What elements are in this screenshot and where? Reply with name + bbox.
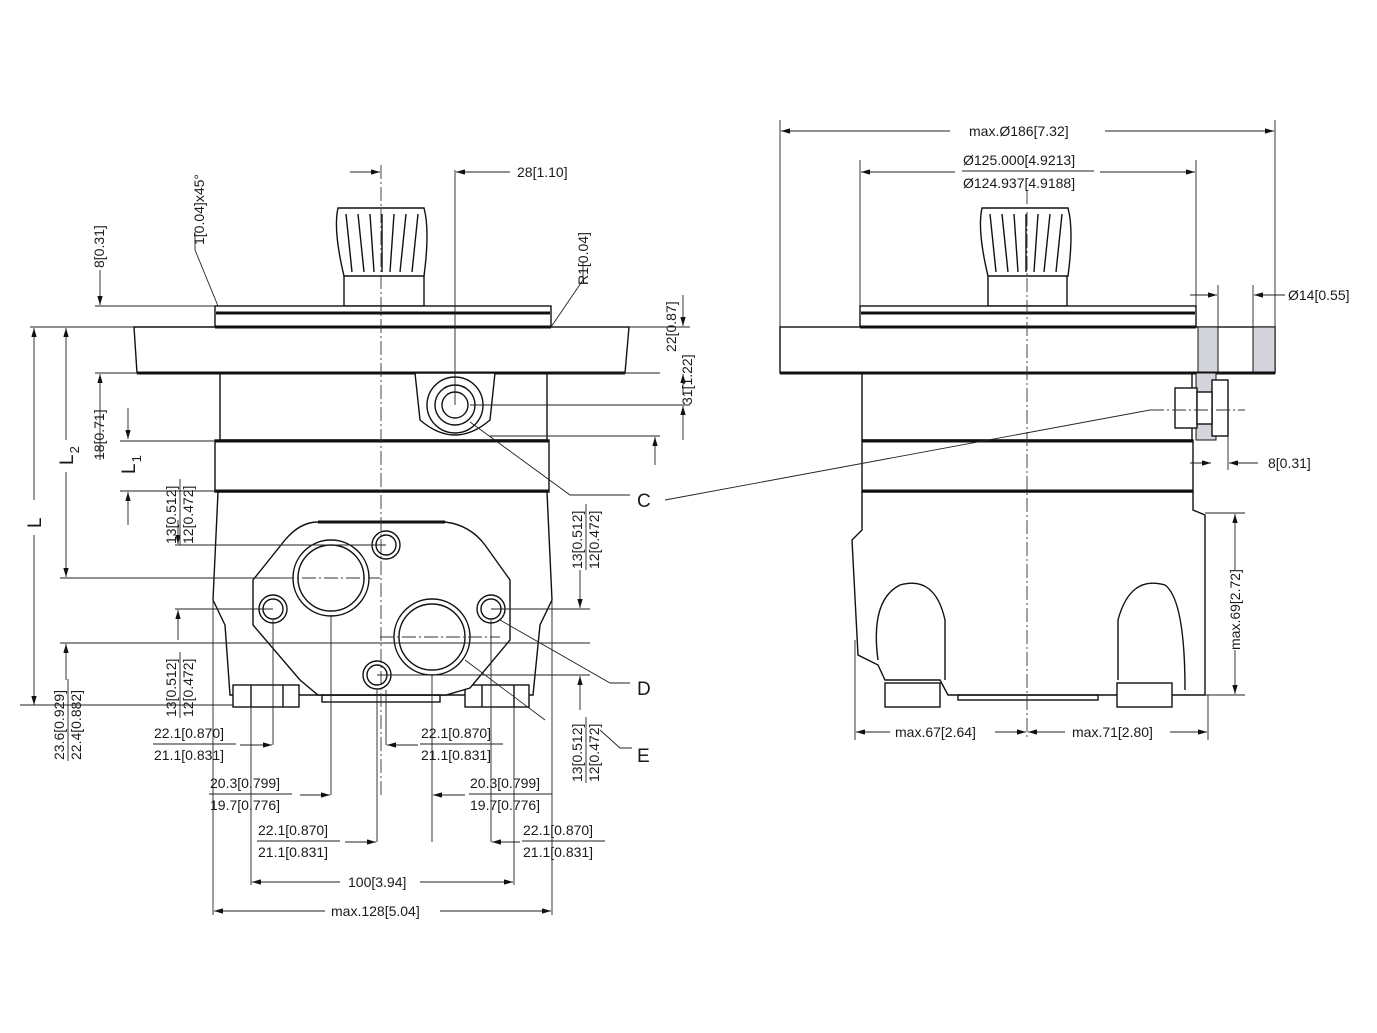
svg-text:22.1[0.870]: 22.1[0.870] (154, 725, 224, 741)
dim-fraction-221-d: 22.1[0.870] 21.1[0.831] (522, 822, 605, 860)
svg-text:13[0.512]: 13[0.512] (569, 511, 585, 569)
dimension-lines (20, 169, 690, 915)
svg-text:22.1[0.870]: 22.1[0.870] (523, 822, 593, 838)
svg-text:Ø124.937[4.9188]: Ø124.937[4.9188] (963, 175, 1075, 191)
tol-fraction-3: 13[0.512]12[0.472] (569, 504, 602, 570)
dim-max-right: max.71[2.80] (1072, 724, 1153, 740)
dim-radius: R1[0.04] (575, 232, 591, 285)
shaft (335, 207, 428, 307)
callout-e: E (637, 746, 650, 767)
dim-bolt-hole: Ø14[0.55] (1288, 287, 1350, 303)
pilot-plate (214, 305, 552, 328)
svg-text:22.1[0.870]: 22.1[0.870] (421, 725, 491, 741)
dim-port-offset: 28[1.10] (517, 164, 568, 180)
svg-text:12[0.472]: 12[0.472] (180, 659, 196, 717)
svg-text:22.4[0.882]: 22.4[0.882] (68, 690, 84, 760)
svg-text:21.1[0.831]: 21.1[0.831] (154, 747, 224, 763)
plug-right (464, 684, 530, 708)
dim-drain-offset: 8[0.31] (1268, 455, 1311, 471)
svg-text:19.7[0.776]: 19.7[0.776] (210, 797, 280, 813)
dim-body-offset: 18[0.71] (91, 409, 107, 460)
dim-fraction-221-c: 22.1[0.870] 21.1[0.831] (257, 822, 340, 860)
svg-text:13[0.512]: 13[0.512] (163, 486, 179, 544)
drain-fitting (1174, 387, 1198, 429)
dim-hole-spacing: 100[3.94] (348, 874, 406, 890)
svg-text:Ø125.000[4.9213]: Ø125.000[4.9213] (963, 152, 1075, 168)
dim-flange-top-offset: 8[0.31] (91, 225, 107, 268)
dim-chamfer: 1[0.04]x45° (191, 174, 207, 245)
label-L: L (25, 517, 46, 528)
dim-max-height: max.69[2.72] (1227, 569, 1243, 650)
svg-text:12[0.472]: 12[0.472] (586, 724, 602, 782)
callout-d: D (637, 679, 651, 700)
tol-fraction-1: 13[0.512]12[0.472] (163, 479, 196, 545)
shaft-side (979, 207, 1072, 307)
svg-text:13[0.512]: 13[0.512] (569, 724, 585, 782)
dim-fraction-221-b: 22.1[0.870] 21.1[0.831] (420, 725, 503, 763)
svg-text:23.6[0.929]: 23.6[0.929] (51, 690, 67, 760)
mounting-flange (133, 326, 630, 374)
svg-text:22.1[0.870]: 22.1[0.870] (258, 822, 328, 838)
label-L1: L1 (119, 455, 144, 474)
svg-text:20.3[0.799]: 20.3[0.799] (470, 775, 540, 791)
body-band (214, 439, 550, 493)
left-view: 28[1.10] 8[0.31] 1[0.04]x45° R1[0.04] 22… (20, 164, 695, 919)
dim-fraction-221-a: 22.1[0.870] 21.1[0.831] (153, 725, 236, 763)
dim-fraction-203-a: 20.3[0.799] 19.7[0.776] (209, 775, 292, 813)
svg-text:21.1[0.831]: 21.1[0.831] (421, 747, 491, 763)
svg-text:12[0.472]: 12[0.472] (586, 511, 602, 569)
dim-max-width: max.128[5.04] (331, 903, 420, 919)
port-plate (252, 521, 511, 696)
right-view: max.Ø186[7.32] Ø125.000[4.9213] Ø124.937… (664, 120, 1350, 740)
label-L2: L2 (57, 446, 82, 465)
plug-left (232, 684, 300, 708)
lower-body-side (851, 491, 1206, 696)
svg-text:21.1[0.831]: 21.1[0.831] (523, 844, 593, 860)
svg-text:21.1[0.831]: 21.1[0.831] (258, 844, 328, 860)
dim-pilot-diameter: Ø125.000[4.9213] Ø124.937[4.9188] (962, 152, 1094, 191)
tol-fraction-4: 13[0.512]12[0.472] (569, 717, 602, 783)
dim-max-left: max.67[2.64] (895, 724, 976, 740)
svg-text:20.3[0.799]: 20.3[0.799] (210, 775, 280, 791)
dim-fraction-203-b: 20.3[0.799] 19.7[0.776] (469, 775, 552, 813)
svg-text:13[0.512]: 13[0.512] (163, 659, 179, 717)
flange-side (779, 326, 1276, 374)
dim-flange-thickness: 22[0.87] (663, 301, 679, 352)
svg-text:12[0.472]: 12[0.472] (180, 486, 196, 544)
dim-max-diameter: max.Ø186[7.32] (969, 123, 1069, 139)
dim-port-height: 31[1.22] (679, 354, 695, 405)
tol-fraction-2: 13[0.512]12[0.472] (163, 652, 196, 718)
callout-c: C (637, 491, 651, 512)
port-depth-fraction: 23.6[0.929]22.4[0.882] (51, 679, 84, 761)
upper-body (219, 372, 548, 441)
dimension-lines-side (664, 120, 1285, 740)
svg-text:19.7[0.776]: 19.7[0.776] (470, 797, 540, 813)
